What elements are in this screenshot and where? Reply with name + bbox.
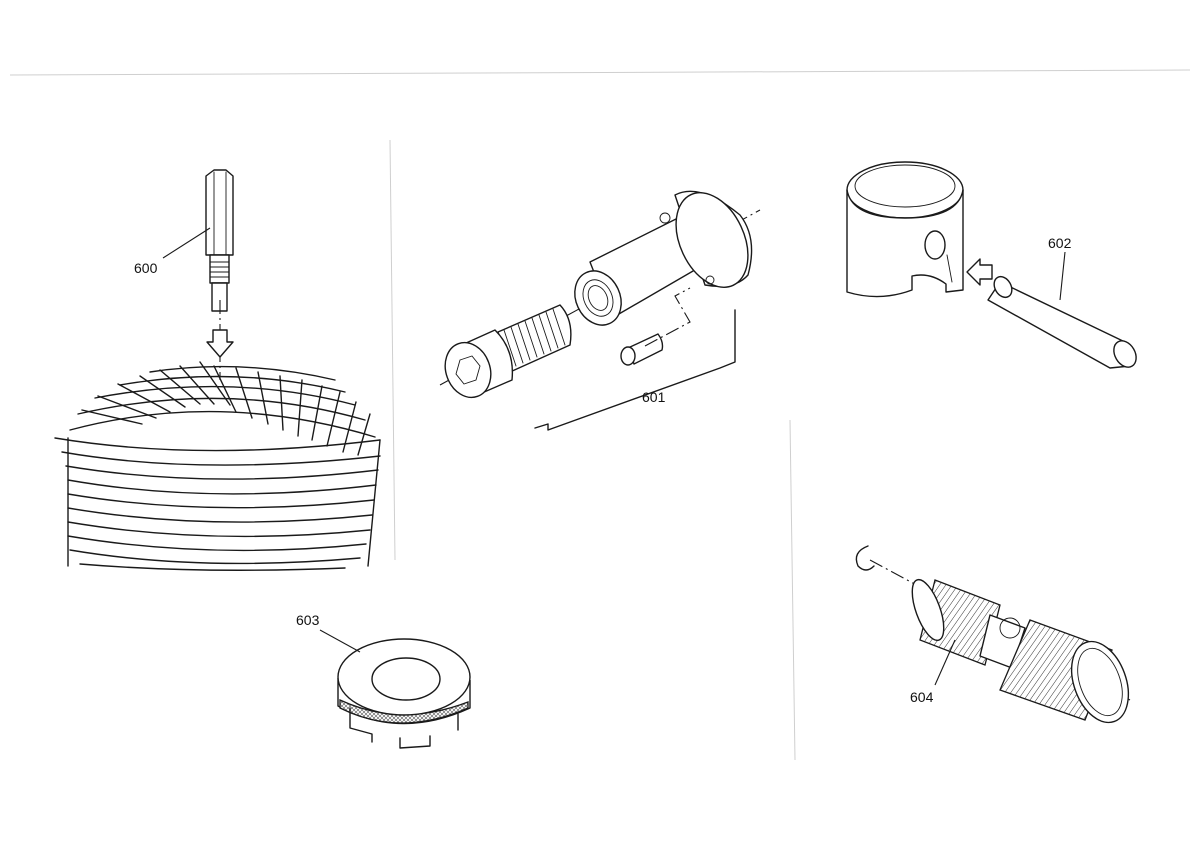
callout-601: 601 bbox=[642, 389, 666, 405]
assembly-601-puller bbox=[439, 190, 761, 431]
socket-screw bbox=[444, 304, 572, 399]
flanged-sleeve bbox=[574, 190, 753, 326]
circlip bbox=[855, 545, 875, 571]
insertion-arrow-icon bbox=[966, 258, 993, 286]
callout-604: 604 bbox=[910, 639, 956, 705]
callout-603: 603 bbox=[296, 612, 361, 653]
piston-pin-602 bbox=[987, 275, 1137, 369]
callout-602: 602 bbox=[1048, 235, 1072, 301]
callout-600: 600 bbox=[134, 227, 211, 276]
scan-frame-lines bbox=[9, 69, 1191, 761]
label-601: 601 bbox=[642, 389, 666, 405]
cylinder-head-finned bbox=[54, 361, 381, 571]
knurled-tool-604 bbox=[855, 545, 1131, 724]
tool-600-hex-driver bbox=[205, 169, 234, 380]
label-602: 602 bbox=[1048, 235, 1072, 251]
insertion-arrow-icon bbox=[206, 329, 234, 358]
label-604: 604 bbox=[910, 689, 934, 705]
piston bbox=[846, 161, 964, 298]
label-600: 600 bbox=[134, 260, 158, 276]
grub-screw bbox=[620, 287, 691, 366]
ring-wrench-603 bbox=[337, 638, 471, 749]
label-603: 603 bbox=[296, 612, 320, 628]
